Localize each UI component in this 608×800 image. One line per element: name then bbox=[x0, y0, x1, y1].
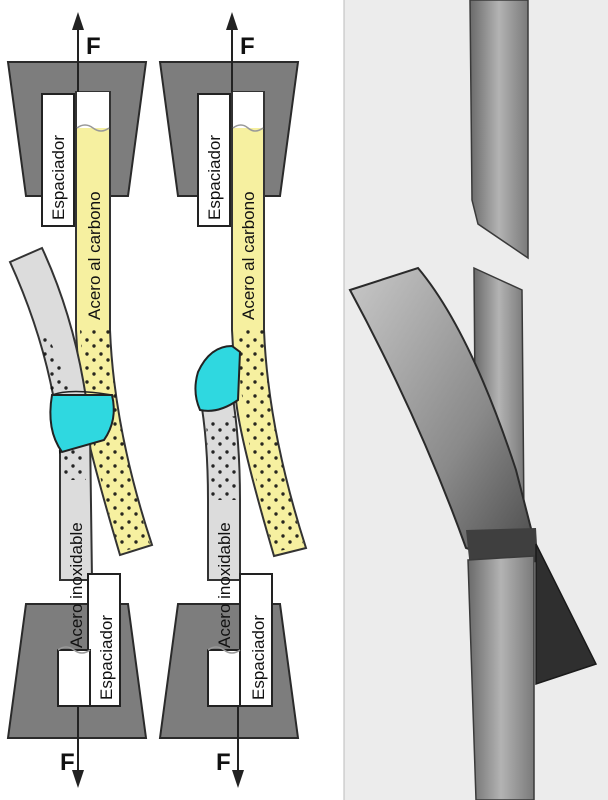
weld-bead bbox=[195, 346, 240, 411]
force-arrow-up bbox=[72, 12, 84, 30]
diagram-right: F F Espaciador Acero al carbono Acero in… bbox=[160, 12, 306, 788]
specimen-photo bbox=[344, 0, 608, 800]
force-label-bottom: F bbox=[60, 749, 75, 776]
spacer-label-top: Espaciador bbox=[205, 135, 224, 220]
diagram-left: F F Espaciador Acero al carbono Acero in… bbox=[8, 12, 152, 788]
spacer-label-bottom: Espaciador bbox=[97, 615, 116, 700]
lower-plate bbox=[468, 556, 534, 800]
force-label-top: F bbox=[240, 33, 255, 60]
stainless-steel-label: Acero inoxidable bbox=[215, 522, 234, 648]
spacer-label-bottom: Espaciador bbox=[249, 615, 268, 700]
carbon-steel-label: Acero al carbono bbox=[85, 191, 104, 320]
carbon-steel-label: Acero al carbono bbox=[239, 191, 258, 320]
force-arrow-down bbox=[232, 770, 244, 788]
force-label-top: F bbox=[86, 33, 101, 60]
upper-plate-fragment bbox=[470, 0, 528, 258]
stainless-steel-label: Acero inoxidable bbox=[67, 522, 86, 648]
force-label-bottom: F bbox=[216, 749, 231, 776]
force-arrow-up bbox=[226, 12, 238, 30]
spacer-label-top: Espaciador bbox=[49, 135, 68, 220]
